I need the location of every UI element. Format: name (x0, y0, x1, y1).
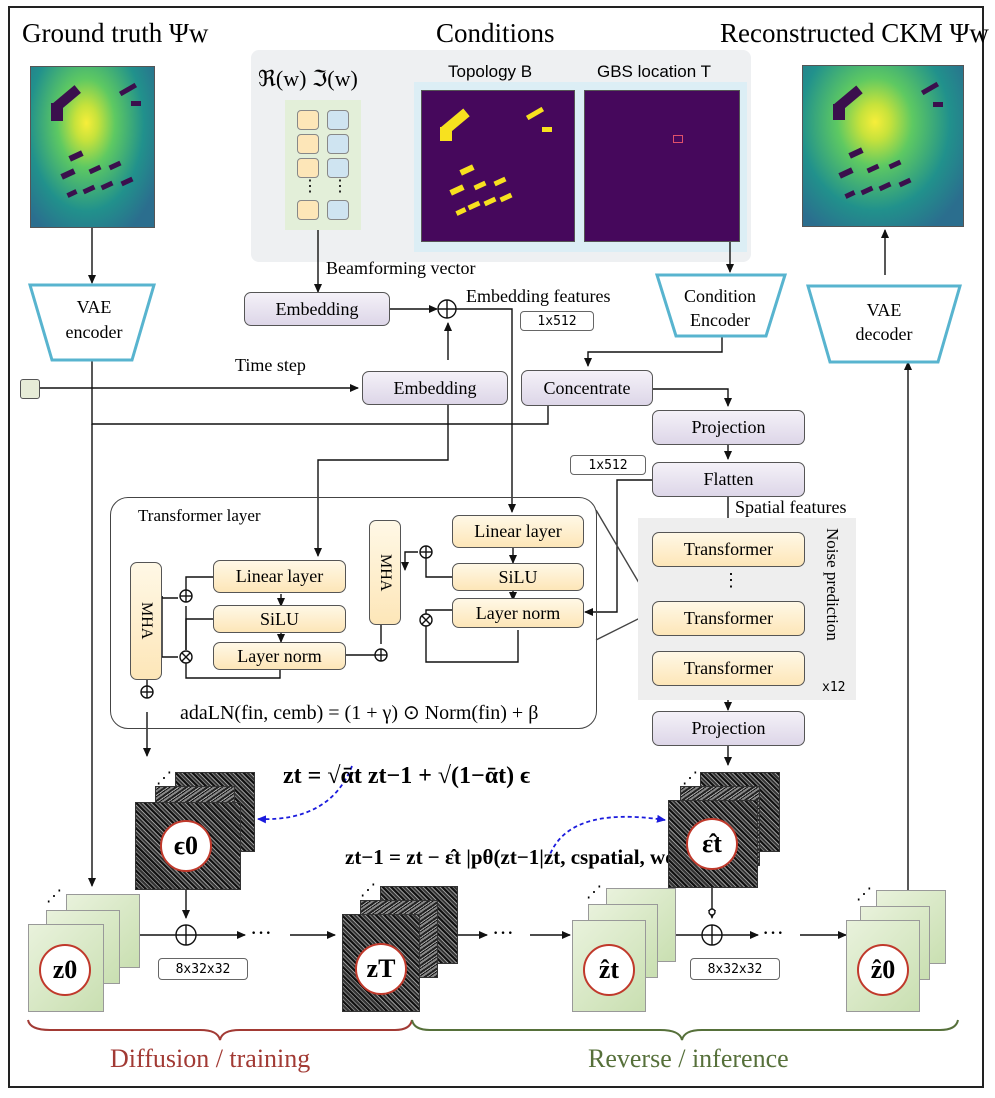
embedding-features-label: Embedding features (466, 286, 611, 306)
gbs-location-label: GBS location T (597, 62, 712, 81)
gbs-location-map (584, 90, 740, 242)
embedding-time-block: Embedding (362, 371, 508, 405)
dim-tag-flatten: 1x512 (570, 455, 646, 475)
conditions-header: Conditions (436, 18, 555, 48)
layer-norm-right: Layer norm (452, 598, 584, 628)
forward-formula: zt = √ᾱt zt−1 + √(1−ᾱt) ϵ (283, 763, 531, 789)
zT-circle: zT (355, 943, 407, 995)
silu-right: SiLU (452, 563, 584, 591)
zh0-dots: ⋰ (856, 886, 872, 903)
gbs-marker (673, 135, 683, 143)
transformer-block-2: Transformer (652, 601, 805, 636)
dots-3: ··· (762, 920, 784, 945)
reverse-formula: zt−1 = zt − ε̂t |pθ(zt−1|zt, cspatial, w… (345, 845, 711, 869)
x12-label: x12 (822, 680, 846, 695)
transformer-dots: ⋮ (722, 570, 740, 590)
embedding-beam-block: Embedding (244, 292, 390, 326)
ellipsis-left: ⋮ (302, 178, 318, 195)
concentrate-block: Concentrate (521, 370, 653, 406)
reconstructed-map (802, 65, 964, 227)
ground-truth-header: Ground truth Ψw (22, 18, 209, 48)
real-imag-label: ℜ(w) ℑ(w) (258, 66, 358, 91)
epsh-dots: ⋰ (682, 770, 698, 787)
zT-dots: ⋰ (360, 882, 376, 899)
condition-encoder-label-1: Condition (683, 286, 756, 306)
z0-dots: ⋰ (46, 888, 62, 905)
transformer-block-3: Transformer (652, 651, 805, 686)
linear-layer-left: Linear layer (213, 560, 346, 593)
diffusion-training-label: Diffusion / training (110, 1044, 311, 1073)
time-step-input (20, 379, 40, 399)
vae-decoder-label-1: VAE (866, 300, 902, 320)
topology-map (421, 90, 575, 242)
ellipsis-right: ⋮ (332, 178, 348, 195)
dim-tag-8x32-b: 8x32x32 (690, 958, 780, 980)
mha-right-block: MHA (369, 520, 401, 625)
beam-vector-panel: ⋮ ⋮ (285, 100, 361, 230)
z-hat-0-circle: ẑ0 (857, 944, 909, 996)
vae-encoder-label-1: VAE (76, 297, 112, 317)
zht-dots: ⋰ (586, 884, 602, 901)
vae-encoder-label-2: encoder (65, 322, 123, 342)
transformer-layer-title: Transformer layer (138, 506, 261, 525)
epsh-stack-front (668, 800, 758, 888)
silu-left: SiLU (213, 605, 346, 633)
projection-top-block: Projection (652, 410, 805, 445)
figure-frame (8, 6, 984, 1088)
spatial-features-label: Spatial features (735, 497, 847, 517)
eps0-dots: ⋰ (156, 770, 172, 787)
reverse-inference-label: Reverse / inference (588, 1044, 789, 1073)
ground-truth-map (30, 66, 155, 228)
flatten-block: Flatten (652, 462, 805, 497)
transformer-layer-panel (110, 497, 597, 729)
adaln-formula: adaLN(fin, cemb) = (1 + γ) ⊙ Norm(fin) +… (180, 702, 539, 724)
mha-left-block: MHA (130, 562, 162, 680)
z-hat-t-circle: ẑt (583, 944, 635, 996)
layer-norm-left: Layer norm (213, 642, 346, 670)
noise-prediction-label: Noise prediction (823, 528, 842, 641)
dim-tag-8x32-a: 8x32x32 (158, 958, 248, 980)
dim-tag-embedding: 1x512 (520, 311, 594, 331)
dots-1: ··· (250, 920, 272, 945)
eps-hat-circle: ε̂t (686, 818, 738, 870)
topology-label: Topology B (448, 62, 533, 81)
projection-bottom-block: Projection (652, 711, 805, 746)
dots-2: ··· (492, 920, 514, 945)
eps0-circle: ϵ0 (160, 820, 212, 872)
reconstructed-header: Reconstructed CKM Ψw (720, 18, 989, 48)
linear-layer-right: Linear layer (452, 515, 584, 548)
transformer-block-1: Transformer (652, 532, 805, 567)
time-step-label: Time step (235, 355, 306, 375)
beamforming-vector-label: Beamforming vector (326, 258, 476, 278)
vae-decoder-label-2: decoder (855, 324, 913, 344)
z0-circle: z0 (39, 944, 91, 996)
condition-encoder-label-2: Encoder (690, 310, 750, 330)
